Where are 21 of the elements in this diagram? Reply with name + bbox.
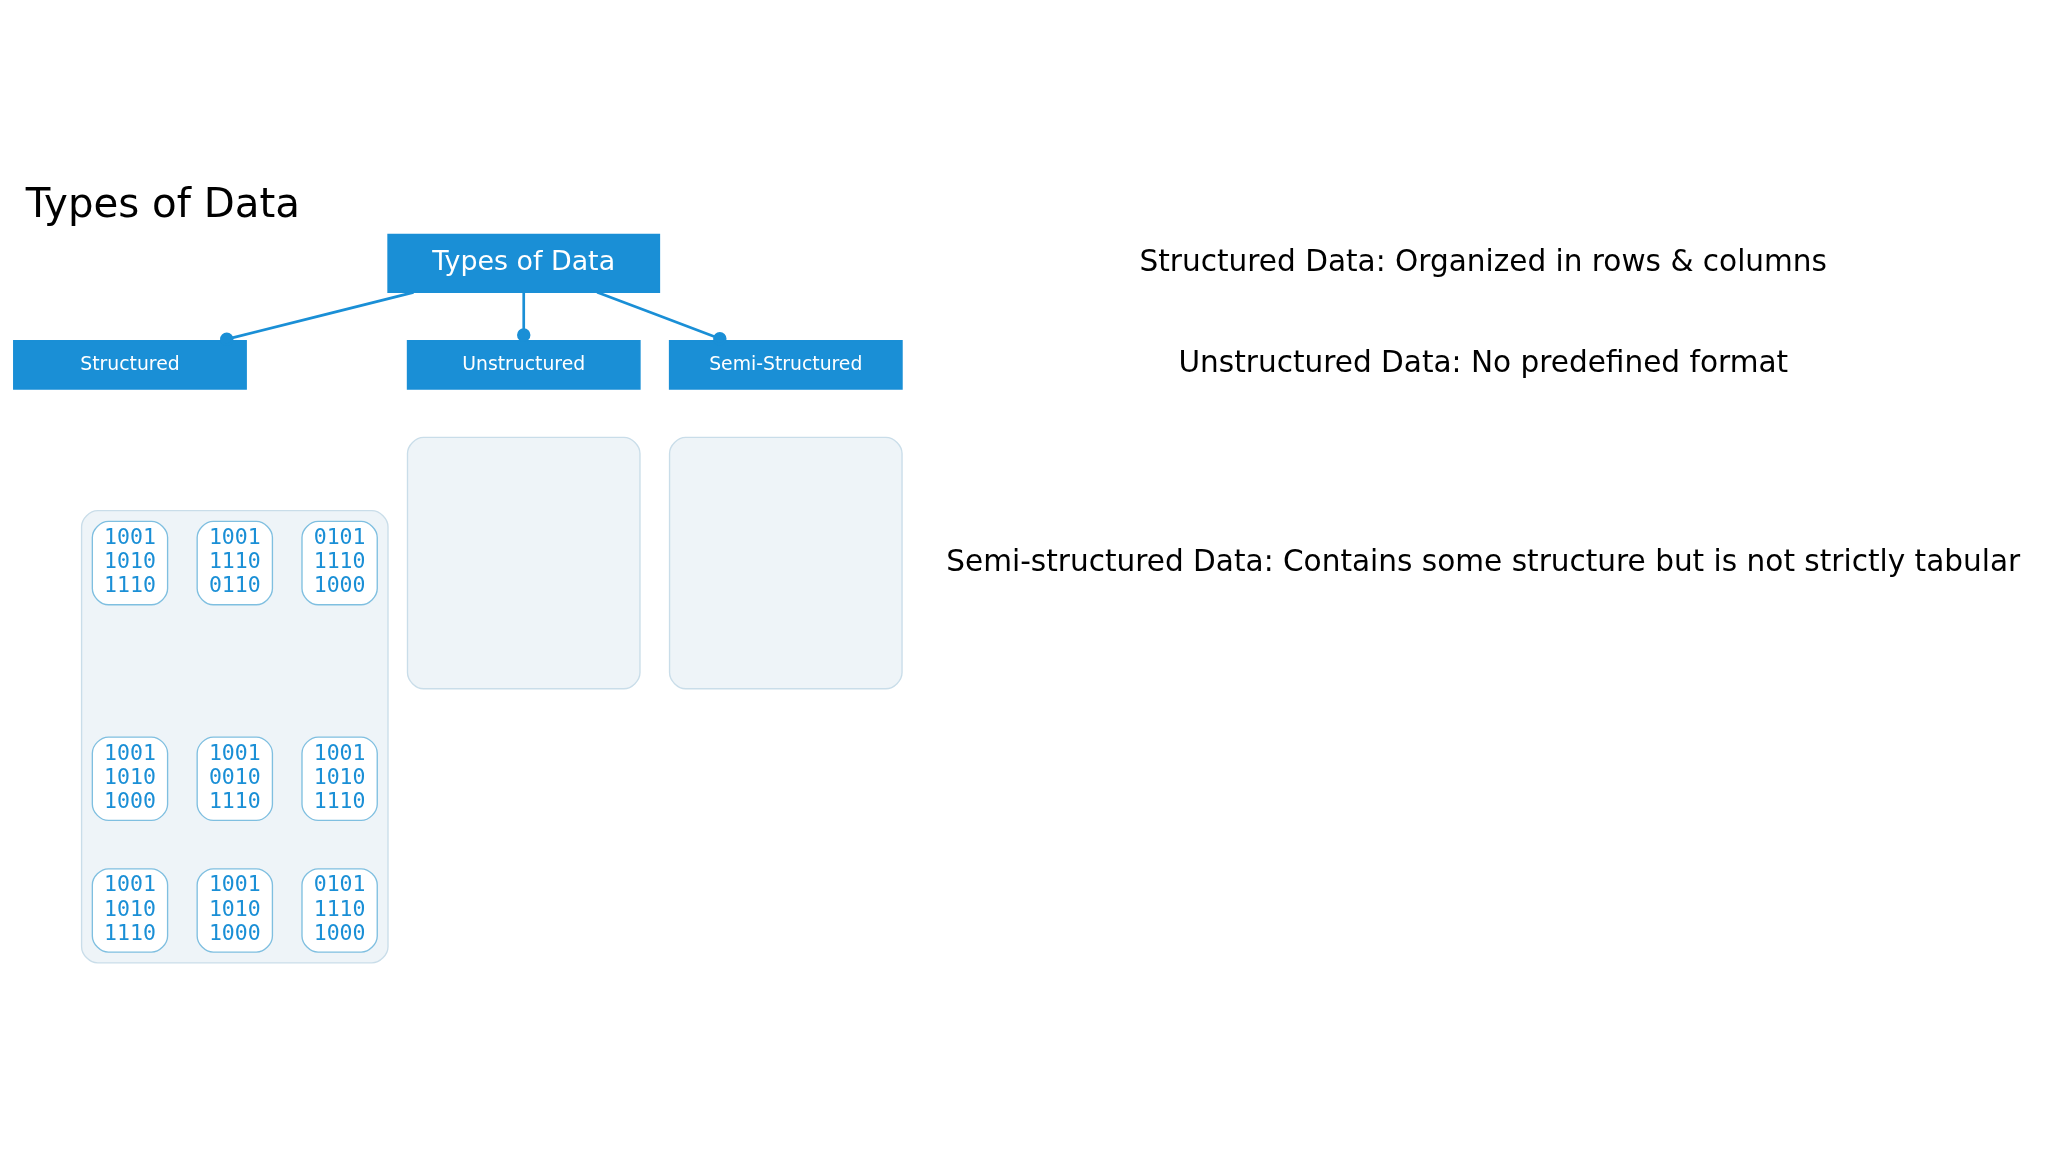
node-box: 1001 1010 1000 — [91, 735, 169, 821]
node-box: 1001 1010 1110 — [301, 735, 378, 821]
node-box — [668, 436, 903, 689]
node-box: Types of Data — [387, 233, 661, 293]
node-box: 1001 1010 1000 — [196, 867, 274, 953]
node-box: Unstructured — [406, 339, 641, 390]
node-box: Semi-Structured — [668, 339, 903, 390]
node-box: 0101 1110 1000 — [301, 520, 378, 605]
connector — [517, 292, 531, 342]
node-box: 1001 1010 1110 — [91, 867, 169, 953]
cluster — [80, 509, 389, 964]
node-box: 1001 1010 1110 — [91, 520, 169, 605]
label: Unstructured Data: No predefined format — [1178, 344, 1789, 379]
node-box — [406, 436, 641, 689]
node-box: 1001 0010 1110 — [196, 735, 274, 821]
label: Structured Data: Organized in rows & columns — [1139, 243, 1828, 278]
label: Semi-structured Data: Contains some structure but is not strictly tabular — [946, 543, 2021, 578]
node-box: 1001 1110 0110 — [196, 520, 274, 605]
diagram-title: Types of Data — [25, 179, 301, 227]
node-box: 0101 1110 1000 — [301, 867, 378, 953]
node-box: Structured — [13, 339, 247, 390]
